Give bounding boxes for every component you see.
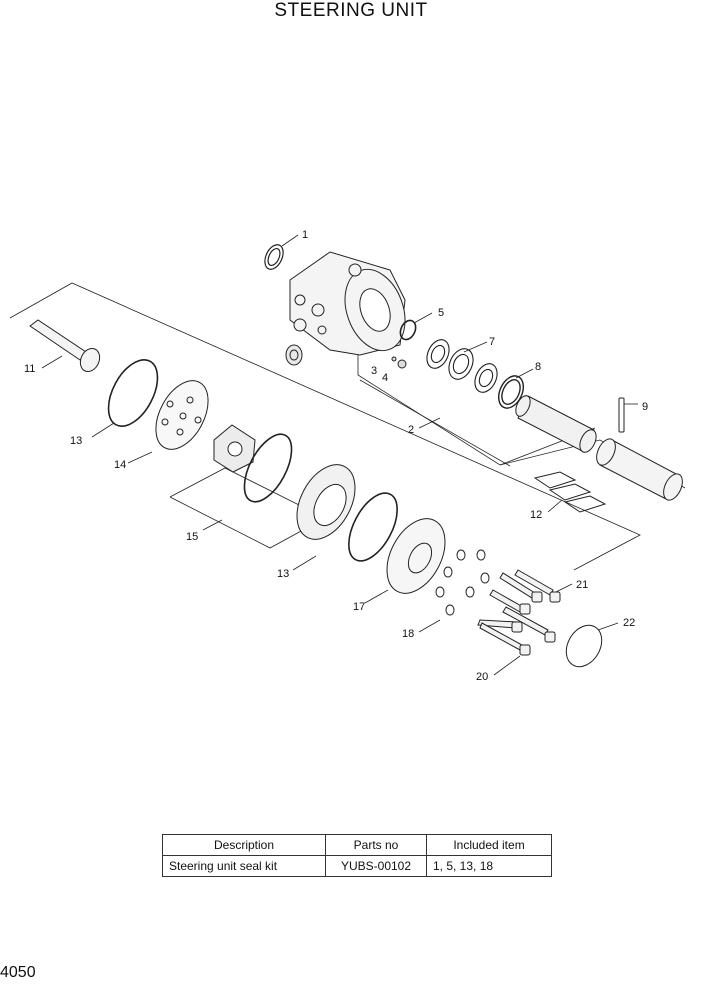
callout-5: 5	[438, 307, 444, 319]
callout-18: 18	[402, 628, 414, 640]
callout-13a: 13	[70, 435, 82, 447]
part-plug	[285, 344, 303, 366]
part-housing	[289, 251, 406, 356]
page-title: STEERING UNIT	[274, 0, 428, 21]
header-included-item: Included item	[426, 834, 552, 856]
assembly-frame	[9, 282, 641, 571]
table-row: Steering unit seal kit YUBS-00102 1, 5, …	[162, 855, 552, 877]
part-11-shaft	[29, 319, 101, 373]
part-1-seal-ring	[264, 244, 284, 270]
part-8-ring	[498, 375, 524, 409]
seal-kit-table: Description Parts no Included item Steer…	[162, 834, 552, 877]
part-7-bearing	[426, 339, 498, 393]
header-parts-no: Parts no	[325, 834, 427, 856]
callout-2: 2	[408, 424, 414, 436]
header-description: Description	[162, 834, 326, 856]
callout-8: 8	[535, 361, 541, 373]
callout-1: 1	[302, 229, 308, 241]
part-gerotor-ring	[296, 464, 356, 540]
part-9-pin	[618, 397, 625, 433]
table-header-row: Description Parts no Included item	[162, 834, 552, 856]
callout-22: 22	[623, 617, 635, 629]
cell-parts-no: YUBS-00102	[325, 855, 427, 877]
part-17-end-cap	[386, 518, 446, 594]
callout-21: 21	[576, 579, 588, 591]
callout-12: 12	[530, 509, 542, 521]
callout-14: 14	[114, 459, 126, 471]
part-sleeve	[596, 438, 683, 501]
callout-15: 15	[186, 531, 198, 543]
callout-13b: 13	[277, 568, 289, 580]
callout-7: 7	[489, 336, 495, 348]
part-13-o-ring-a	[107, 359, 159, 427]
callout-20: 20	[476, 671, 488, 683]
cell-included-item: 1, 5, 13, 18	[426, 855, 552, 877]
part-22-cover	[565, 624, 603, 668]
part-14-plate	[155, 380, 209, 450]
part-18-washers	[435, 549, 490, 616]
callout-4: 4	[382, 372, 388, 384]
part-13-o-ring-b	[243, 433, 293, 503]
callout-11: 11	[24, 363, 35, 375]
callout-9: 9	[642, 401, 648, 413]
part-15-gear	[213, 424, 256, 473]
part-13-o-ring-c	[348, 492, 398, 562]
part-spool	[515, 395, 597, 453]
part-12-springs	[533, 471, 607, 513]
cell-description: Steering unit seal kit	[162, 855, 326, 877]
callout-17: 17	[353, 601, 365, 613]
part-3-4-ball-plug	[391, 356, 407, 369]
part-5-o-ring	[399, 319, 417, 341]
page-number: 4050	[0, 964, 36, 981]
part-20-21-bolts	[477, 569, 561, 656]
callout-3: 3	[371, 365, 377, 377]
